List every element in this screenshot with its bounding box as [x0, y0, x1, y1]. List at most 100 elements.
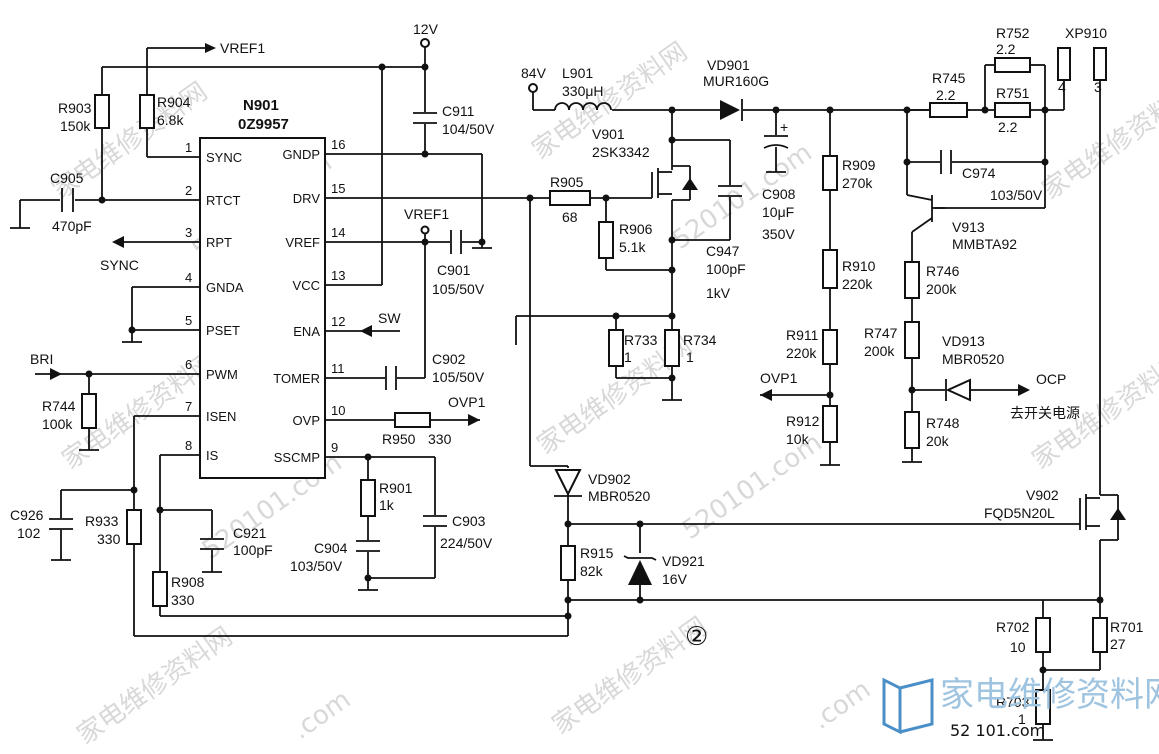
junction-dot — [128, 326, 136, 334]
junctions — [85, 63, 1104, 674]
watermark-url: .com — [807, 675, 876, 736]
resistor-r905 — [549, 190, 591, 206]
ic-pin-name: GNDA — [206, 280, 244, 295]
net-label-84v: 84V — [521, 65, 547, 81]
junction-dot — [668, 266, 676, 274]
label-r752-value: 2.2 — [996, 41, 1016, 57]
junction-dot — [378, 63, 386, 71]
ic-pin-name: SSCMP — [274, 450, 320, 465]
ic-pin-number: 15 — [331, 181, 345, 196]
label-l901-value: 330μH — [562, 83, 604, 99]
connector-pin-label: 3 — [1094, 79, 1102, 95]
resistor-r904 — [139, 94, 155, 129]
net-label-ovp1: OVP1 — [448, 394, 486, 410]
junction-dot — [612, 312, 620, 320]
diode-vd921 — [628, 560, 652, 585]
bjt-v913 — [911, 217, 933, 233]
label-r703-value: 1 — [1018, 711, 1026, 727]
diode-vd901 — [720, 100, 740, 120]
net-label-vref1: VREF1 — [404, 206, 449, 222]
brand-url: 52 101.com — [950, 721, 1045, 740]
junction-dot — [826, 106, 834, 114]
polarity-plus-icon: + — [780, 119, 788, 135]
junction-dot — [1041, 158, 1049, 166]
label-r703-ref: R703 — [996, 694, 1030, 710]
junction-dot — [668, 236, 676, 244]
resistor-r908 — [152, 571, 168, 607]
terminal-12v — [420, 38, 430, 48]
terminals — [10, 38, 1107, 741]
label-r910-ref: R910 — [842, 258, 876, 274]
arrow-icon — [112, 236, 124, 248]
label-r904-ref: R904 — [157, 94, 191, 110]
label-c903-value: 224/50V — [440, 535, 493, 551]
arrow-icon — [468, 414, 480, 426]
label-v902-value: FQD5N20L — [984, 505, 1055, 521]
label-r912-ref: R912 — [786, 413, 820, 429]
resistor-r911 — [822, 329, 838, 365]
label-r701-value: 27 — [1110, 636, 1126, 652]
junction-dot — [364, 453, 372, 461]
label-vd902-value: MBR0520 — [588, 488, 650, 504]
label-c904-value: 103/50V — [290, 558, 343, 574]
mosfet-v901 — [682, 178, 698, 190]
junction-dot — [903, 158, 911, 166]
label-r746-ref: R746 — [926, 263, 960, 279]
ic-pin-number: 12 — [331, 314, 345, 329]
label-r745-ref: R745 — [932, 70, 966, 86]
ic-pin-number: 1 — [185, 140, 192, 155]
junction-dot — [668, 106, 676, 114]
ic-pin-name: ISEN — [206, 409, 236, 424]
junction-dot — [903, 106, 911, 114]
label-r904-value: 6.8k — [157, 112, 184, 128]
inductor-l901 — [554, 102, 612, 111]
watermark-url: .com — [287, 685, 356, 746]
label-c947-ref: C947 — [706, 243, 740, 259]
ic-pin-name: DRV — [293, 191, 321, 206]
junction-dot — [1039, 666, 1047, 674]
label-r903-value: 150k — [60, 118, 91, 134]
label-v913-ref: V913 — [952, 219, 985, 235]
transistors — [651, 165, 1126, 541]
brand-logo: 家电维修资料网 52 101.com — [882, 675, 1159, 740]
resistor-r901 — [360, 479, 376, 517]
ic-pin-number: 6 — [185, 357, 192, 372]
ic-pin-name: VCC — [293, 278, 320, 293]
junction-dot — [130, 486, 138, 494]
junction-dot — [85, 370, 93, 378]
book-logo-icon — [899, 678, 934, 734]
junction-dot — [564, 596, 572, 604]
label-r933-value: 330 — [97, 531, 121, 547]
label-r905-value: 68 — [562, 209, 578, 225]
label-c905-ref: C905 — [50, 170, 84, 186]
resistor-r933 — [126, 509, 142, 545]
net-label-ocp-note: 去开关电源 — [1010, 405, 1080, 421]
ic-pin-name: SYNC — [206, 150, 242, 165]
ic-pin-number: 7 — [185, 399, 192, 414]
ic-pin-name: IS — [206, 448, 219, 463]
label-c911-value: 104/50V — [442, 121, 495, 137]
label-c926-value: 102 — [17, 525, 41, 541]
label-r911-ref: R911 — [786, 327, 819, 343]
label-vd913-value: MBR0520 — [942, 351, 1004, 367]
label-c921-ref: C921 — [233, 525, 267, 541]
label-c974-value: 103/50V — [990, 187, 1043, 203]
wires — [19, 45, 1101, 740]
label-c901-ref: C901 — [437, 262, 471, 278]
label-r950-ref: R950 — [382, 431, 416, 447]
ic-pin-number: 5 — [185, 313, 192, 328]
capacitors: + — [49, 112, 952, 552]
net-label-ovp1: OVP1 — [760, 370, 798, 386]
label-r911-value: 220k — [786, 345, 817, 361]
label-r906-ref: R906 — [619, 221, 653, 237]
label-r701-ref: R701 — [1110, 619, 1144, 635]
junction-dot — [478, 238, 486, 246]
label-vd902-ref: VD902 — [588, 471, 631, 487]
junction-dot — [526, 194, 534, 202]
label-c974-ref: C974 — [962, 165, 996, 181]
label-r702-value: 10 — [1010, 639, 1026, 655]
junction-dot — [981, 106, 989, 114]
diode-vd921 — [623, 555, 657, 561]
junction-dot — [668, 374, 676, 382]
